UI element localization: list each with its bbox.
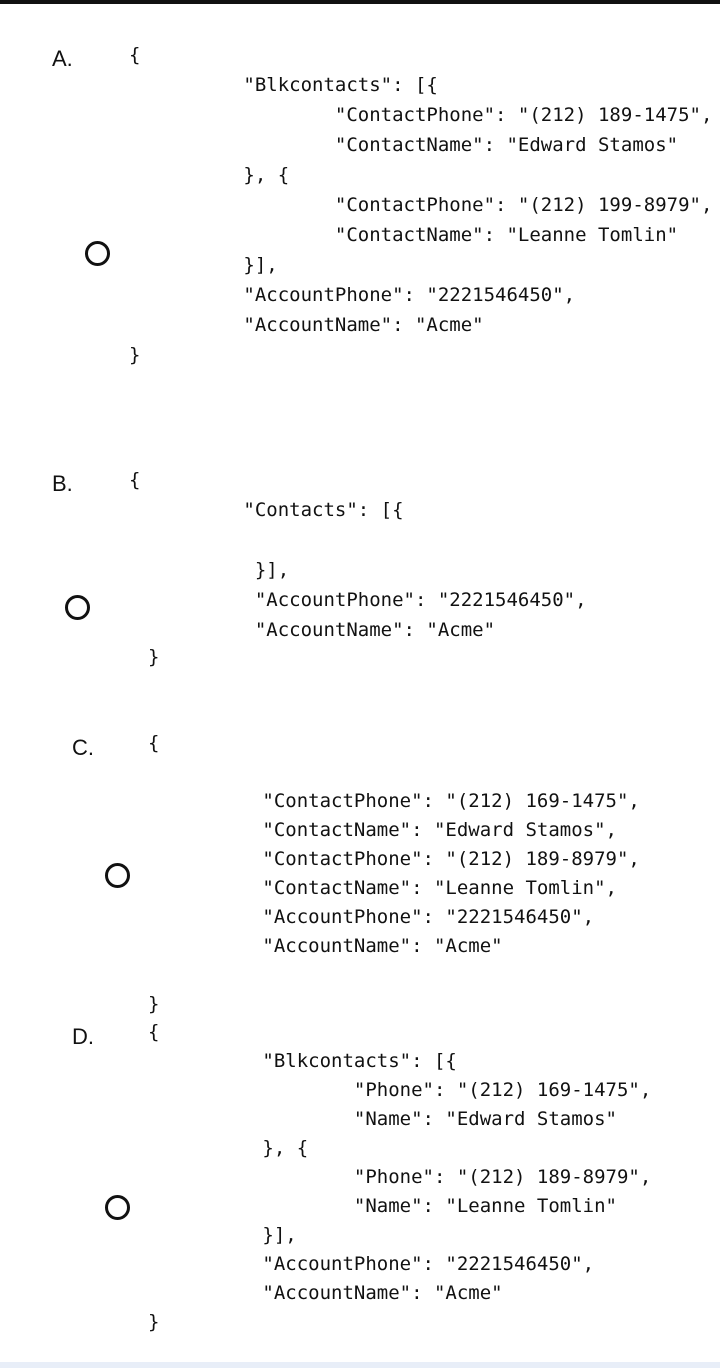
- code-line: "Phone": "(212) 169-1475",: [148, 1079, 652, 1101]
- top-border: [0, 0, 720, 4]
- code-line: "Blkcontacts": [{: [148, 1050, 457, 1072]
- option-code-closing: }: [148, 642, 159, 672]
- code-line: "AccountPhone": "2221546450",: [129, 284, 576, 306]
- code-line: "ContactPhone": "(212) 169-1475",: [148, 790, 640, 812]
- code-line: }: [148, 1311, 160, 1333]
- code-line: "AccountName": "Acme": [129, 619, 496, 641]
- radio-button-b[interactable]: [65, 595, 90, 620]
- bottom-border: [0, 1362, 720, 1368]
- code-line: {: [148, 1021, 160, 1043]
- code-line: }: [129, 344, 141, 366]
- radio-button-d[interactable]: [105, 1195, 130, 1220]
- option-code: { "Blkcontacts": [{ "ContactPhone": "(21…: [129, 40, 712, 370]
- code-line: "Contacts": [{: [129, 499, 404, 521]
- code-line: }, {: [148, 1137, 309, 1159]
- code-line: "Name": "Edward Stamos": [148, 1108, 617, 1130]
- option-label: D.: [72, 1024, 94, 1049]
- option-code: { "Blkcontacts": [{ "Phone": "(212) 169-…: [148, 1018, 651, 1337]
- code-line: "AccountPhone": "2221546450",: [148, 906, 595, 928]
- code-line: }: [148, 646, 160, 668]
- code-line: "Phone": "(212) 189-8979",: [148, 1166, 652, 1188]
- option-code: { "Contacts": [{ }], "AccountPhone": "22…: [129, 465, 587, 645]
- code-line: "Blkcontacts": [{: [129, 74, 438, 96]
- code-line: {: [129, 469, 141, 491]
- option-label: B.: [52, 471, 73, 496]
- code-line: "Name": "Leanne Tomlin": [148, 1195, 617, 1217]
- code-line: {: [148, 732, 160, 754]
- code-line: }, {: [129, 164, 290, 186]
- option-label: C.: [72, 735, 94, 760]
- code-line: "ContactName": "Leanne Tomlin",: [148, 877, 617, 899]
- code-line: }],: [148, 1224, 297, 1246]
- code-line: "ContactName": "Edward Stamos": [129, 134, 679, 156]
- radio-button-c[interactable]: [105, 863, 130, 888]
- code-line: }],: [129, 254, 278, 276]
- code-line: "ContactPhone": "(212) 199-8979",: [129, 194, 713, 216]
- code-line: "AccountPhone": "2221546450",: [129, 589, 587, 611]
- code-line: "AccountPhone": "2221546450",: [148, 1253, 595, 1275]
- code-line: }],: [129, 559, 290, 581]
- code-line: "ContactName": "Edward Stamos",: [148, 819, 617, 841]
- code-line: "ContactName": "Leanne Tomlin": [129, 224, 679, 246]
- code-line: "AccountName": "Acme": [129, 314, 484, 336]
- option-code: { "ContactPhone": "(212) 169-1475", "Con…: [148, 729, 640, 1019]
- option-label: A.: [52, 46, 73, 71]
- radio-button-a[interactable]: [85, 241, 110, 266]
- code-line: "ContactPhone": "(212) 189-1475",: [129, 104, 713, 126]
- code-line: "AccountName": "Acme": [148, 1282, 503, 1304]
- code-line: "ContactPhone": "(212) 189-8979",: [148, 848, 640, 870]
- code-line: {: [129, 44, 141, 66]
- code-line: }: [148, 993, 160, 1015]
- code-line: "AccountName": "Acme": [148, 935, 503, 957]
